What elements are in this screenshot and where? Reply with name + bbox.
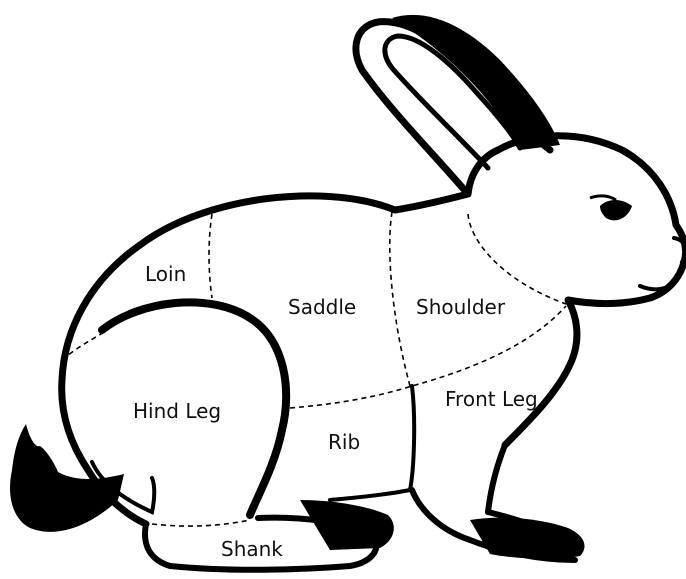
label-shoulder: Shoulder bbox=[416, 295, 506, 319]
eyelid-line bbox=[590, 196, 616, 200]
label-shank: Shank bbox=[221, 537, 283, 561]
label-hind-leg: Hind Leg bbox=[133, 399, 221, 423]
label-front-leg: Front Leg bbox=[445, 387, 538, 411]
cut-line-shank bbox=[152, 520, 250, 526]
cut-lines bbox=[62, 212, 566, 526]
cut-line-saddle-shoulder bbox=[390, 212, 410, 386]
back-ear bbox=[392, 15, 560, 150]
eye bbox=[600, 200, 632, 220]
tail-tuft bbox=[10, 424, 124, 532]
label-loin: Loin bbox=[145, 262, 186, 286]
body-outline bbox=[62, 150, 498, 524]
nose-mouth bbox=[640, 238, 686, 289]
label-saddle: Saddle bbox=[288, 295, 356, 319]
cut-line-loin-saddle bbox=[209, 214, 212, 298]
label-rib: Rib bbox=[328, 430, 360, 454]
cut-line-neck bbox=[468, 214, 566, 304]
